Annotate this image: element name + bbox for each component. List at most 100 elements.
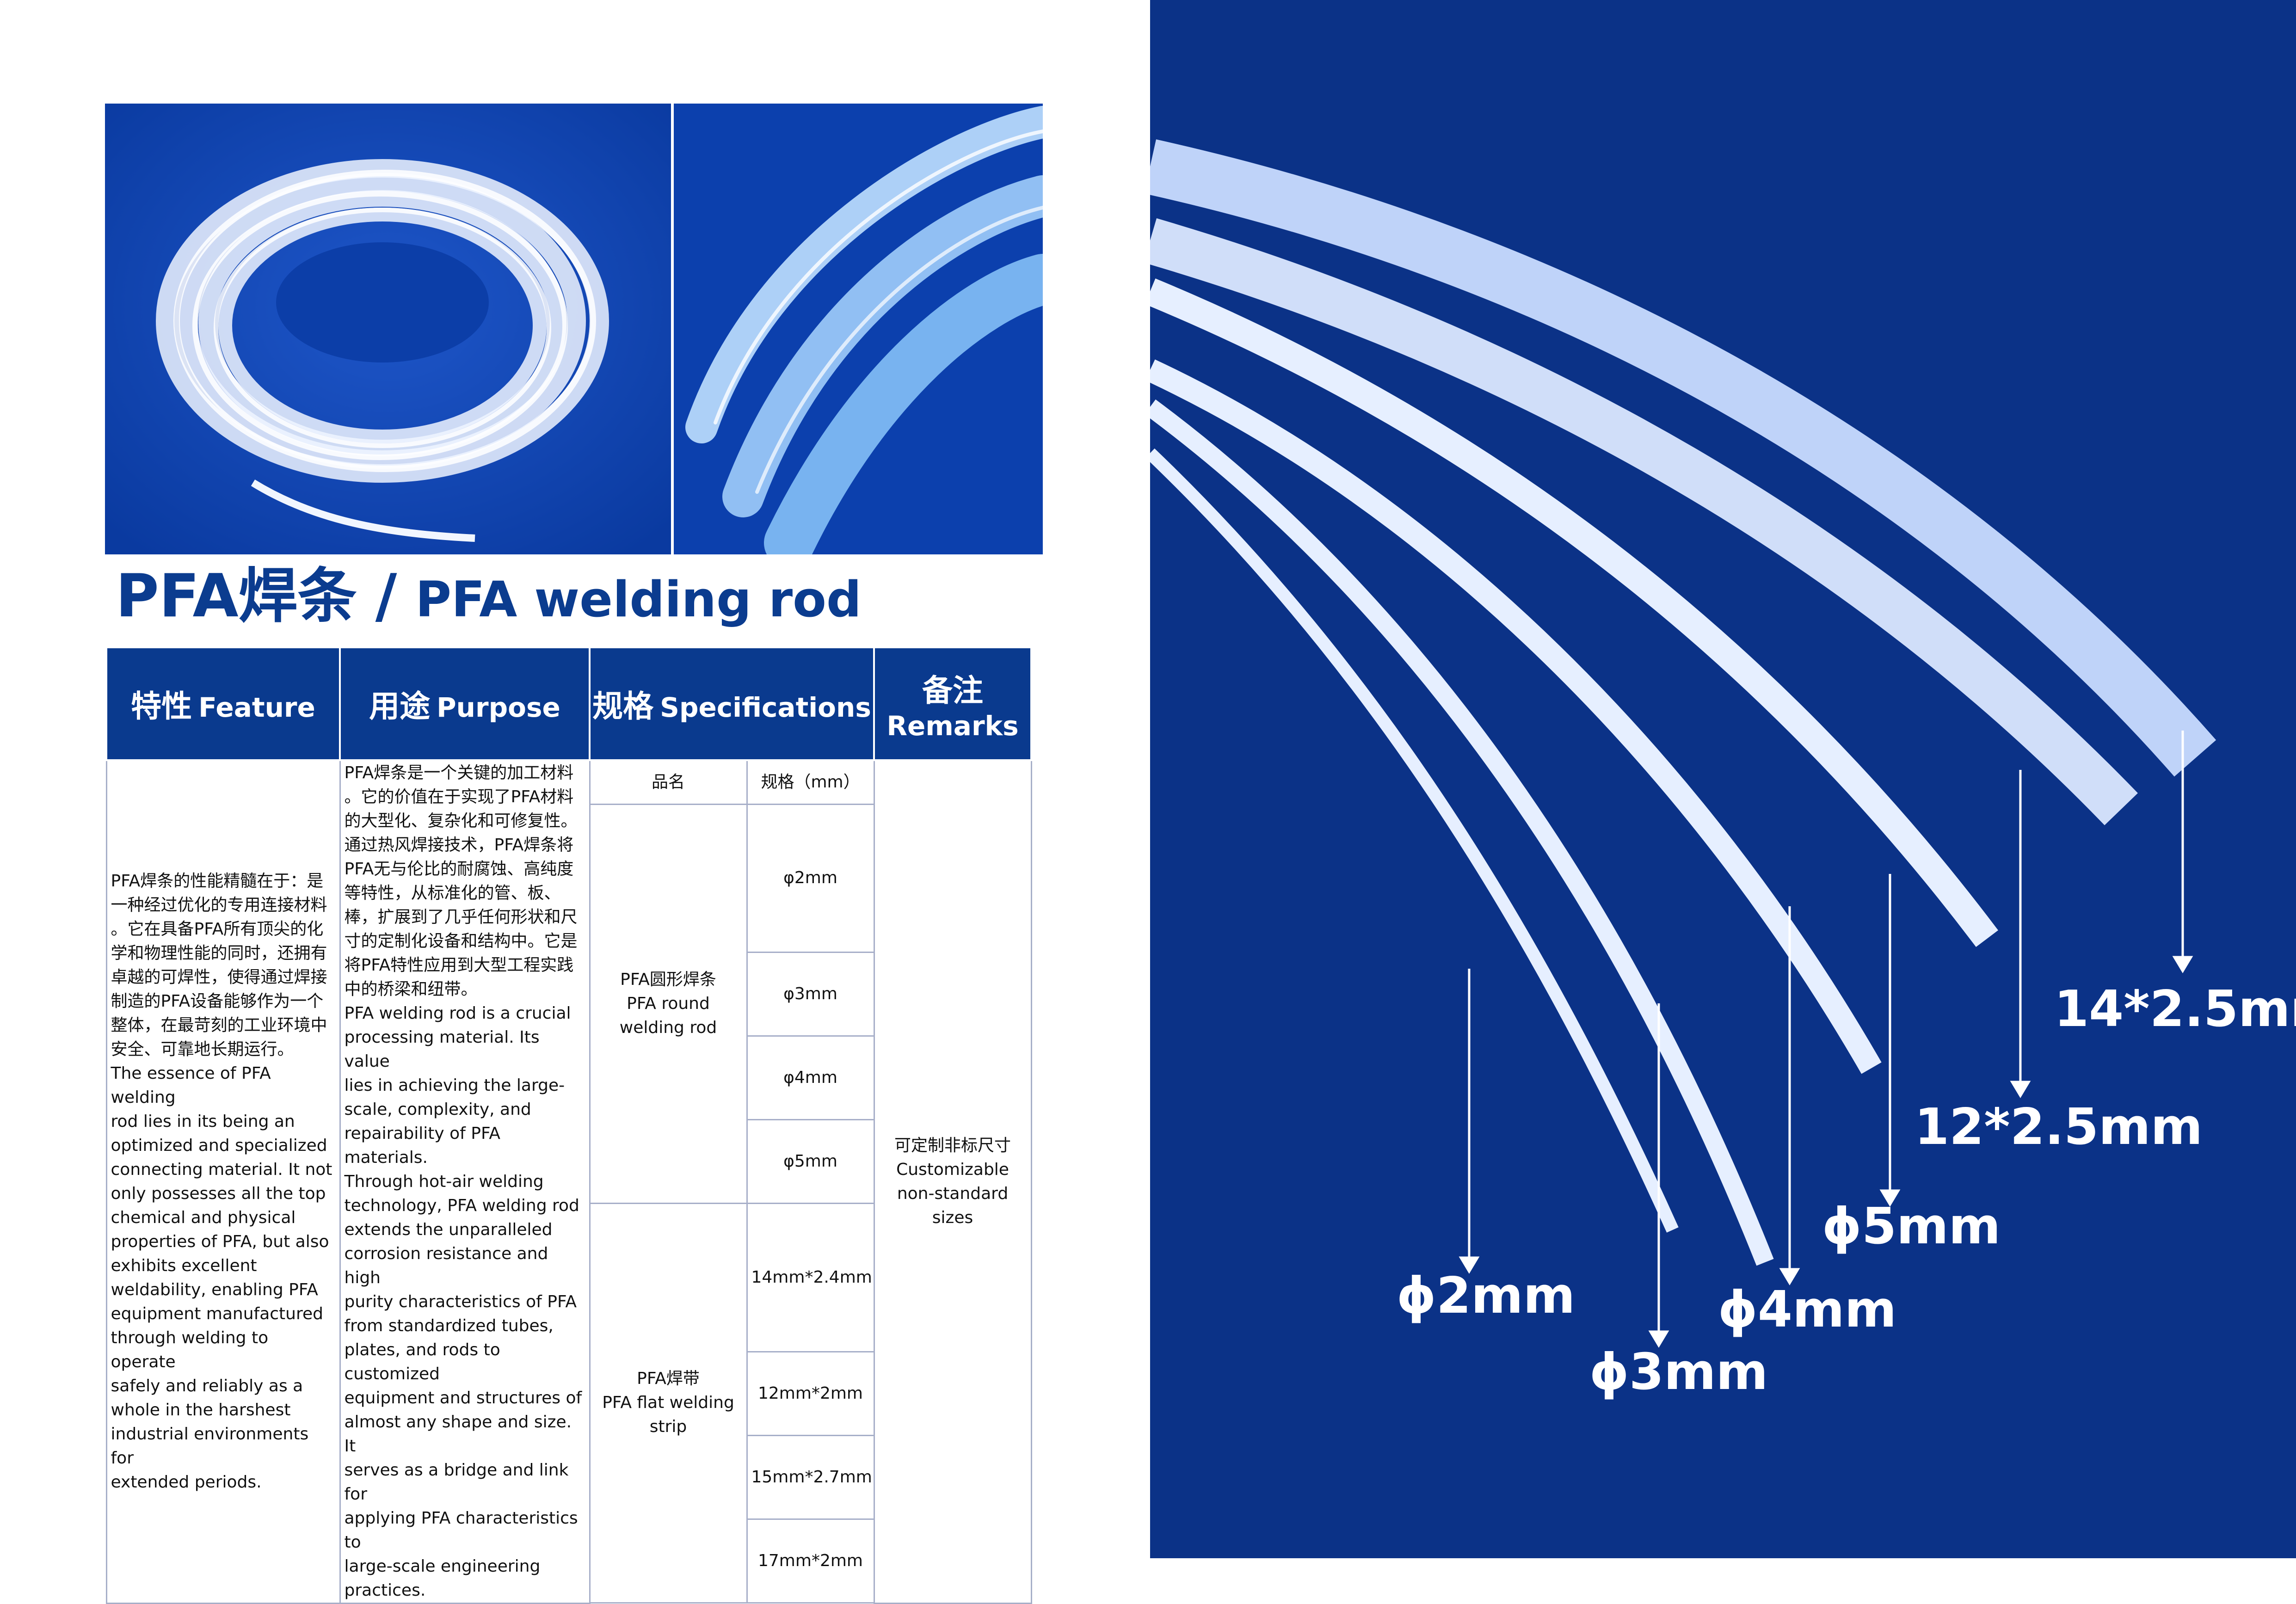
purpose-text-line: 的大型化、复杂化和可修复性。	[344, 811, 578, 830]
flat-strip-name: PFA焊带 PFA flat welding strip	[589, 1203, 748, 1604]
header-purpose-cn: 用途	[369, 688, 431, 724]
feature-cell: PFA焊条的性能精髓在于：是一种经过优化的专用连接材料。它在具备PFA所有顶尖的…	[105, 759, 341, 1604]
purpose-text-line: equipment and structures of	[344, 1389, 582, 1407]
flat-size-cell: 12mm*2mm	[746, 1351, 875, 1436]
header-spec-en: Specifications	[660, 692, 871, 723]
feature-text-line: safely and reliably as a	[111, 1377, 303, 1395]
sub-header-spec: 规格（mm）	[746, 759, 875, 805]
title-en: PFA welding rod	[415, 571, 862, 628]
feature-text-line: equipment manufactured	[111, 1304, 324, 1323]
feature-text-line: 。它在具备PFA所有顶尖的化	[111, 920, 324, 939]
round-rod-cn: PFA圆形焊条	[620, 970, 716, 989]
strip-12x2-5	[1150, 218, 2138, 825]
label-4mm: ϕ4mm	[1718, 1281, 1897, 1339]
feature-text-line: The essence of PFA welding	[111, 1064, 271, 1107]
title-cn: PFA焊条	[116, 562, 357, 631]
feature-text-line: PFA焊条的性能精髓在于：是	[111, 872, 324, 891]
sub-header-name: 品名	[589, 759, 748, 805]
purpose-text-line: technology, PFA welding rod	[344, 1196, 579, 1215]
purpose-text-line: plates, and rods to customized	[344, 1340, 500, 1383]
header-feature-cn: 特性	[131, 688, 192, 724]
feature-text-line: weldability, enabling PFA	[111, 1280, 318, 1299]
remarks-cn: 可定制非标尺寸	[894, 1136, 1011, 1155]
photo-divider	[671, 104, 674, 554]
feature-text-line: industrial environments for	[111, 1425, 309, 1468]
purpose-text-line: corrosion resistance and high	[344, 1244, 548, 1287]
label-2mm: ϕ2mm	[1397, 1267, 1576, 1325]
feature-text-line: 整体，在最苛刻的工业环境中	[111, 1016, 327, 1035]
rod-5mm	[1150, 278, 1998, 947]
feature-text-line: 卓越的可焊性，使得通过焊接	[111, 968, 327, 987]
purpose-text-line: practices.	[344, 1581, 426, 1600]
feature-text-line: 一种经过优化的专用连接材料	[111, 896, 327, 915]
feature-text-line: properties of PFA, but also	[111, 1232, 329, 1251]
purpose-text-line: purity characteristics of PFA	[344, 1292, 577, 1311]
purpose-text-line: Through hot-air welding	[344, 1172, 544, 1191]
purpose-text-line: applying PFA characteristics to	[344, 1509, 578, 1552]
purpose-text-line: repairability of PFA materials.	[344, 1124, 501, 1167]
feature-text-line: extended periods.	[111, 1473, 262, 1492]
purpose-text-line: 将PFA特性应用到大型工程实践	[344, 956, 574, 975]
feature-text-line: whole in the harshest	[111, 1401, 291, 1420]
flat-strip-en: PFA flat welding strip	[602, 1393, 734, 1437]
label-3mm: ϕ3mm	[1589, 1343, 1768, 1401]
page-title: PFA焊条 / PFA welding rod	[116, 548, 862, 631]
purpose-text-line: from standardized tubes,	[344, 1316, 554, 1335]
feature-text-line: exhibits excellent	[111, 1256, 257, 1275]
purpose-text-line: PFA焊条是一个关键的加工材料	[344, 763, 574, 782]
round-size-cell: φ5mm	[746, 1119, 875, 1204]
rods-closeup-panel: 14*2.5mm 12*2.5mm ϕ5mm ϕ4mm ϕ3mm ϕ2mm	[1150, 0, 2296, 1558]
purpose-text-line: serves as a bridge and link for	[344, 1461, 569, 1504]
header-feature-en: Feature	[198, 692, 315, 723]
coil-photo	[105, 104, 671, 554]
flat-size-cell: 17mm*2mm	[746, 1518, 875, 1604]
remarks-cell: 可定制非标尺寸 Customizable non-standard sizes	[873, 759, 1032, 1604]
purpose-text-line: processing material. Its value	[344, 1028, 540, 1071]
purpose-text-line: PFA welding rod is a crucial	[344, 1004, 571, 1023]
label-14x2-5: 14*2.5mm	[2054, 980, 2296, 1038]
feature-text-line: 制造的PFA设备能够作为一个	[111, 992, 324, 1011]
flat-size-cell: 14mm*2.4mm	[746, 1203, 875, 1352]
product-photos	[105, 104, 1043, 554]
header-purpose-en: Purpose	[437, 692, 560, 723]
header-spec-cn: 规格	[592, 688, 654, 724]
round-size-cell: φ2mm	[746, 803, 875, 953]
flat-size-cell: 15mm*2.7mm	[746, 1434, 875, 1520]
feature-text-line: rod lies in its being an	[111, 1112, 295, 1131]
purpose-cell: PFA焊条是一个关键的加工材料。它的价值在于实现了PFA材料的大型化、复杂化和可…	[339, 759, 591, 1604]
round-size-cell: φ3mm	[746, 952, 875, 1037]
header-remarks-en: Remarks	[886, 710, 1019, 742]
feature-text-line: 学和物理性能的同时，还拥有	[111, 944, 327, 963]
label-5mm: ϕ5mm	[1822, 1198, 2001, 1255]
purpose-text-line: 。它的价值在于实现了PFA材料	[344, 787, 574, 806]
round-rod-name: PFA圆形焊条 PFA round welding rod	[589, 803, 748, 1204]
purpose-text-line: 寸的定制化设备和结构中。它是	[344, 932, 578, 951]
rods-illustration	[1150, 139, 2216, 1348]
purpose-text-line: 棒，扩展到了几乎任何形状和尺	[344, 908, 578, 927]
strip-14x2-5	[1150, 139, 2216, 777]
rod-3mm	[1150, 399, 1774, 1266]
feature-text-line: chemical and physical	[111, 1208, 296, 1227]
purpose-text-line: extends the unparalleled	[344, 1220, 553, 1239]
purpose-text-line: scale, complexity, and	[344, 1100, 531, 1119]
feature-text-line: 安全、可靠地长期运行。	[111, 1040, 294, 1059]
purpose-text-line: 通过热风焊接技术，PFA焊条将	[344, 836, 574, 854]
feature-text-line: connecting material. It not	[111, 1160, 332, 1179]
flat-strip-cn: PFA焊带	[637, 1369, 700, 1389]
round-rod-en: PFA round welding rod	[619, 994, 717, 1037]
remarks-en: Customizable non-standard sizes	[896, 1160, 1009, 1227]
purpose-text-line: 中的桥梁和纽带。	[344, 980, 478, 999]
feature-text-line: through welding to operate	[111, 1328, 269, 1371]
purpose-text-line: 等特性，从标准化的管、板、	[344, 884, 561, 903]
purpose-text-line: almost any shape and size. It	[344, 1413, 572, 1456]
title-slash: /	[375, 562, 397, 631]
feature-text-line: optimized and specialized	[111, 1136, 327, 1155]
feature-text-line: only possesses all the top	[111, 1184, 326, 1203]
label-12x2-5: 12*2.5mm	[1914, 1098, 2203, 1156]
rod-4mm	[1150, 359, 1882, 1074]
